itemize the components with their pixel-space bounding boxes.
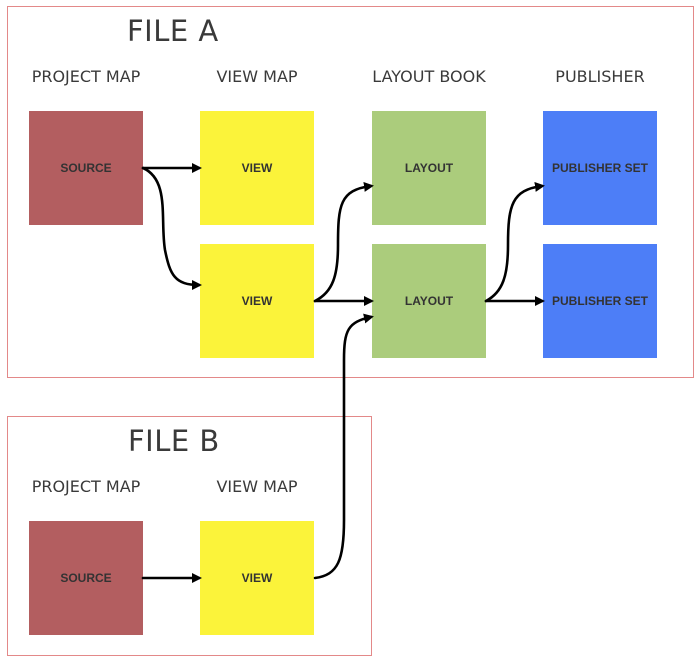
box-label: SOURCE bbox=[60, 571, 112, 585]
file-a-view-map-label: VIEW MAP bbox=[216, 67, 298, 86]
box-label: VIEW bbox=[241, 161, 273, 175]
box-label: LAYOUT bbox=[404, 294, 454, 308]
box-label: VIEW bbox=[241, 294, 273, 308]
file-a-layout-box-2: LAYOUT bbox=[372, 244, 486, 358]
file-a-view-box-2: VIEW bbox=[200, 244, 314, 358]
box-label: LAYOUT bbox=[404, 161, 454, 175]
arrow-file-b-view-to-file-a-layout-2 bbox=[313, 313, 374, 580]
file-a-view-box-1: VIEW bbox=[200, 111, 314, 225]
file-a-publisher-set-box-2: PUBLISHER SET bbox=[543, 244, 657, 358]
file-b-title: FILE B bbox=[128, 424, 220, 458]
file-b-project-map-label: PROJECT MAP bbox=[31, 477, 141, 496]
file-a-title: FILE A bbox=[127, 14, 219, 48]
file-b-view-map-label: VIEW MAP bbox=[216, 477, 298, 496]
file-a-layout-book-label: LAYOUT BOOK bbox=[372, 67, 486, 86]
box-label: SOURCE bbox=[60, 161, 112, 175]
box-label: PUBLISHER SET bbox=[551, 161, 648, 175]
file-b-view-box: VIEW bbox=[200, 521, 314, 635]
arrow-view-2-to-layout-1 bbox=[313, 181, 374, 303]
file-a-frame bbox=[7, 6, 694, 378]
file-b-source-box: SOURCE bbox=[29, 521, 143, 635]
arrow-source-to-view-2 bbox=[141, 166, 202, 290]
file-a-publisher-label: PUBLISHER bbox=[555, 67, 645, 86]
file-a-project-map-label: PROJECT MAP bbox=[31, 67, 141, 86]
file-a-source-box: SOURCE bbox=[29, 111, 143, 225]
box-label: PUBLISHER SET bbox=[551, 294, 648, 308]
box-label: VIEW bbox=[241, 571, 273, 585]
file-b-frame bbox=[7, 416, 372, 656]
file-a-layout-box-1: LAYOUT bbox=[372, 111, 486, 225]
file-a-publisher-set-box-1: PUBLISHER SET bbox=[543, 111, 657, 225]
arrow-layout-2-to-publisher-set-1 bbox=[484, 181, 545, 303]
